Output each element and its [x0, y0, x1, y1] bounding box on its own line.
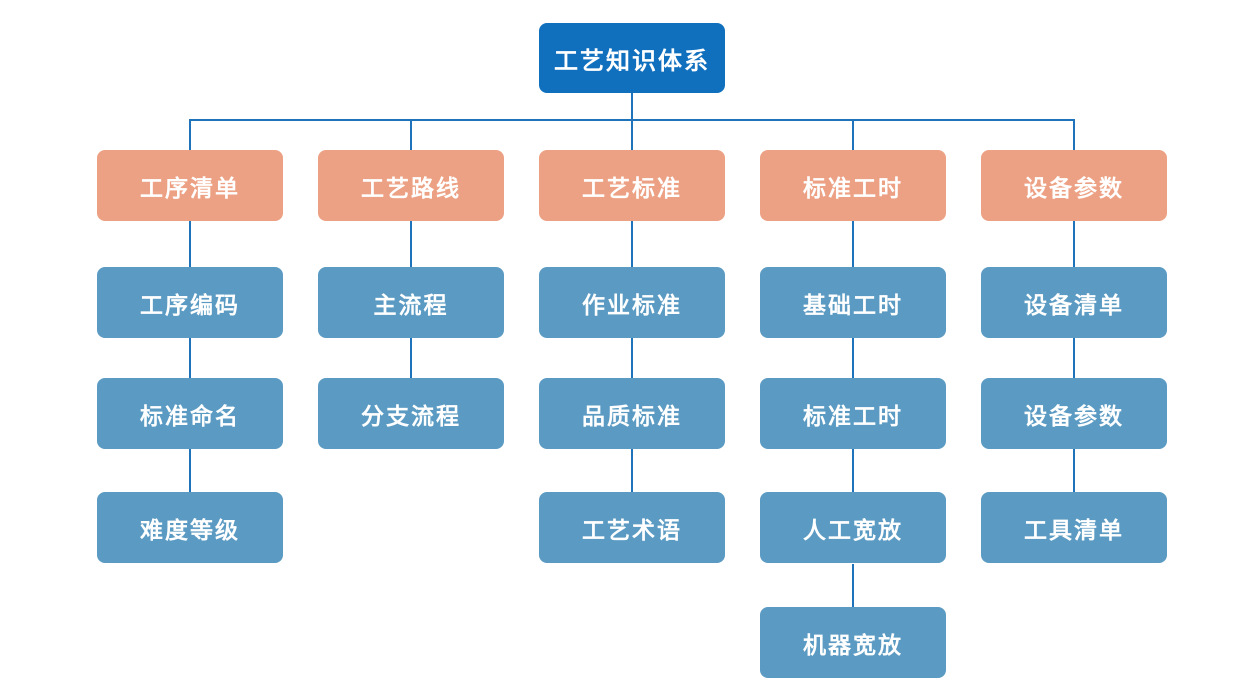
connector-col2-header-child1 [410, 221, 412, 267]
node-process-knowledge-system: 工艺知识体系 [539, 23, 725, 93]
connector-col4-header-child1 [852, 221, 854, 267]
connector-bus-to-branch-3 [631, 120, 633, 150]
connector-col4-child3-child4 [852, 564, 854, 607]
leaf-labor-allowance: 人工宽放 [760, 492, 946, 563]
leaf-equipment-list: 设备清单 [981, 267, 1167, 338]
connector-col3-child2-child3 [631, 449, 633, 492]
connector-col5-header-child1 [1073, 221, 1075, 267]
leaf-difficulty-level: 难度等级 [97, 492, 283, 563]
branch-process-standard: 工艺标准 [539, 150, 725, 221]
leaf-tool-list: 工具清单 [981, 492, 1167, 563]
connector-col5-child1-child2 [1073, 338, 1075, 378]
connector-bus-to-branch-4 [852, 120, 854, 150]
branch-process-route: 工艺路线 [318, 150, 504, 221]
leaf-main-flow: 主流程 [318, 267, 504, 338]
leaf-machine-allowance: 机器宽放 [760, 607, 946, 678]
connector-root-to-bus [631, 93, 633, 120]
leaf-process-terms: 工艺术语 [539, 492, 725, 563]
leaf-equipment-params: 设备参数 [981, 378, 1167, 449]
leaf-base-hours: 基础工时 [760, 267, 946, 338]
branch-standard-hours: 标准工时 [760, 150, 946, 221]
connector-col3-child1-child2 [631, 338, 633, 378]
connector-col2-child1-child2 [410, 338, 412, 378]
leaf-operation-standard: 作业标准 [539, 267, 725, 338]
leaf-process-code: 工序编码 [97, 267, 283, 338]
leaf-standard-hours: 标准工时 [760, 378, 946, 449]
branch-equipment-params: 设备参数 [981, 150, 1167, 221]
connector-col1-child1-child2 [189, 338, 191, 378]
connector-bus-to-branch-2 [410, 120, 412, 150]
connector-col4-child1-child2 [852, 338, 854, 378]
leaf-branch-flow: 分支流程 [318, 378, 504, 449]
leaf-quality-standard: 品质标准 [539, 378, 725, 449]
connector-col1-header-child1 [189, 221, 191, 267]
connector-col3-header-child1 [631, 221, 633, 267]
branch-process-list: 工序清单 [97, 150, 283, 221]
connector-bus-to-branch-1 [189, 120, 191, 150]
leaf-standard-naming: 标准命名 [97, 378, 283, 449]
connector-col5-child2-child3 [1073, 449, 1075, 492]
connector-col4-child2-child3 [852, 449, 854, 492]
connector-col1-child2-child3 [189, 449, 191, 492]
connector-bus-to-branch-5 [1073, 120, 1075, 150]
